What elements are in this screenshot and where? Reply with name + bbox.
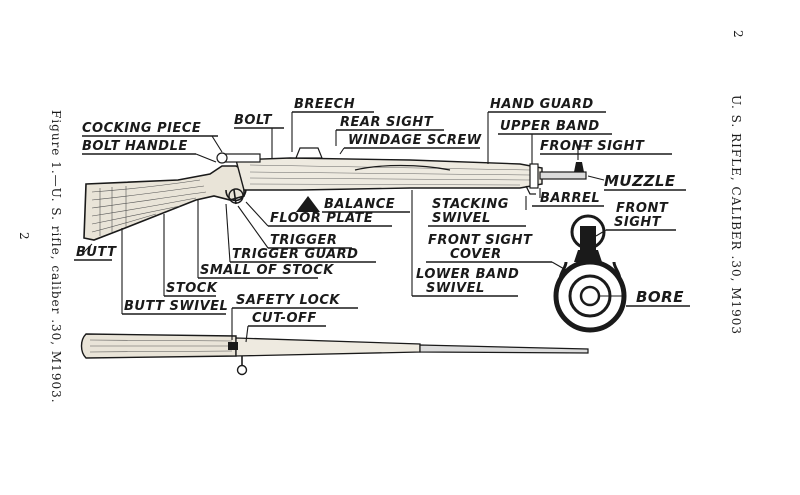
label-front-sight-inset-line1: FRONT: [616, 201, 669, 216]
label-stock: STOCK: [166, 281, 218, 296]
label-bore: BORE: [636, 288, 684, 306]
label-safety-lock: SAFETY LOCK: [236, 293, 340, 308]
rifle-barrel: [539, 171, 587, 180]
label-rear-sight: REAR SIGHT: [340, 115, 434, 130]
rifle-stock-shape: [83, 165, 245, 241]
label-bolt: BOLT: [234, 113, 273, 128]
label-trigger: TRIGGER: [270, 233, 337, 248]
label-barrel: BARREL: [540, 191, 600, 206]
label-hand-guard: HAND GUARD: [490, 97, 594, 112]
front-sight-blade-block: [580, 226, 596, 250]
page-number-right: 2: [731, 30, 745, 39]
label-lower-band-swivel-line2: SWIVEL: [426, 281, 485, 296]
hand-guard-groove: [354, 164, 451, 171]
label-front-sight-inset-line2: SIGHT: [614, 215, 662, 230]
label-floor-plate: FLOOR PLATE: [270, 211, 373, 226]
label-front-sight: FRONT SIGHT: [540, 139, 645, 154]
inset-neck: [574, 250, 602, 262]
label-small-of-stock: SMALL OF STOCK: [200, 263, 334, 278]
label-balance: BALANCE: [324, 197, 395, 212]
rifle-forestock: [235, 157, 543, 191]
stock-wood-grain: [91, 179, 207, 236]
figure-caption: Figure 1.—U. S. rifle, caliber .30, M190…: [49, 110, 63, 404]
label-butt: BUTT: [76, 245, 117, 260]
top-view-bolt-knob: [236, 364, 248, 376]
label-upper-band: UPPER BAND: [500, 119, 600, 134]
upper-band: [529, 163, 539, 189]
bore-hole: [579, 285, 601, 307]
page-number-left: 2: [17, 232, 31, 241]
label-trigger-guard: TRIGGER GUARD: [232, 247, 358, 262]
label-butt-swivel: BUTT SWIVEL: [124, 299, 228, 314]
trigger: [233, 189, 237, 205]
label-cocking-piece: COCKING PIECE: [82, 121, 201, 136]
label-front-sight-cover-line2: COVER: [450, 247, 502, 262]
running-head: U. S. RIFLE, CALIBER .30, M1903: [729, 95, 743, 335]
top-view-safety: [228, 342, 238, 350]
label-windage-screw: WINDAGE SCREW: [348, 133, 482, 148]
front-sight-inset: [553, 214, 627, 333]
label-lower-band-swivel-line1: LOWER BAND: [416, 267, 519, 282]
stacking-swivel: [525, 185, 536, 195]
part-labels: COCKING PIECE BOLT HANDLE BOLT BREECH RE…: [74, 97, 690, 343]
label-cut-off: CUT-OFF: [252, 311, 317, 326]
cocking-piece-knob: [216, 152, 228, 164]
top-view-grain: [89, 339, 233, 353]
label-muzzle: MUZZLE: [604, 172, 676, 190]
label-front-sight-cover-line1: FRONT SIGHT: [428, 233, 533, 248]
sight-cover-wings: [558, 261, 622, 281]
front-sight: [574, 162, 584, 172]
rifle-top-view: [80, 333, 589, 376]
rifle-main-view: [83, 147, 587, 241]
forestock-grain: [249, 164, 531, 186]
label-stacking-swivel-line2: SWIVEL: [432, 211, 491, 226]
label-stacking-swivel-line1: STACKING: [432, 197, 509, 212]
top-view-barrel: [419, 344, 589, 354]
label-bolt-handle: BOLT HANDLE: [82, 139, 188, 154]
balance-marker: [296, 196, 320, 212]
label-breech: BREECH: [294, 97, 355, 112]
top-view-receiver: [235, 337, 421, 357]
rear-sight: [295, 147, 323, 159]
